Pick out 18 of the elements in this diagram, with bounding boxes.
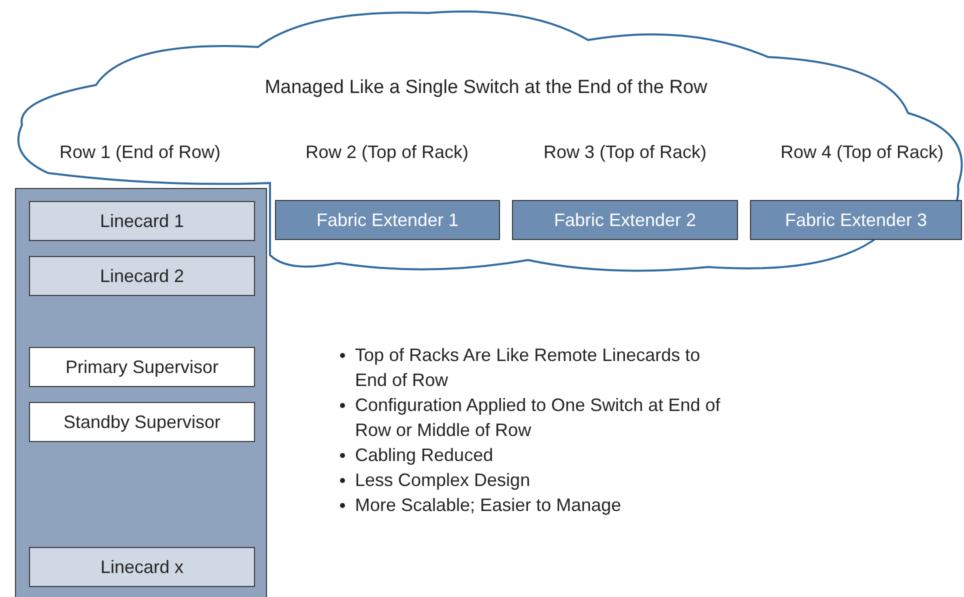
bullet-text: Less Complex Design — [355, 470, 530, 490]
row-label: Row 1 (End of Row) — [59, 142, 221, 163]
cloud-title: Managed Like a Single Switch at the End of the Row — [264, 77, 708, 99]
linecard-box: Linecard x — [29, 547, 255, 587]
row-label: Row 4 (Top of Rack) — [780, 142, 944, 163]
bullet-text: Top of Racks Are Like Remote Linecards to End of Row — [355, 345, 700, 390]
fabric-extender-box: Fabric Extender 2 — [512, 200, 738, 240]
bullet-text: More Scalable; Easier to Manage — [355, 495, 622, 515]
chassis-panel — [15, 188, 267, 597]
supervisor-box: Standby Supervisor — [29, 402, 255, 442]
bullet-text: Cabling Reduced — [355, 445, 494, 465]
linecard-box: Linecard 2 — [29, 256, 255, 296]
supervisor-box: Primary Supervisor — [29, 347, 255, 387]
fabric-extender-box: Fabric Extender 1 — [275, 200, 500, 240]
row-label: Row 3 (Top of Rack) — [543, 142, 707, 163]
linecard-box: Linecard 1 — [29, 201, 255, 241]
bullet-text: Configuration Applied to One Switch at End of Row or Middle of Row — [355, 395, 720, 440]
row-label: Row 2 (Top of Rack) — [305, 142, 469, 163]
